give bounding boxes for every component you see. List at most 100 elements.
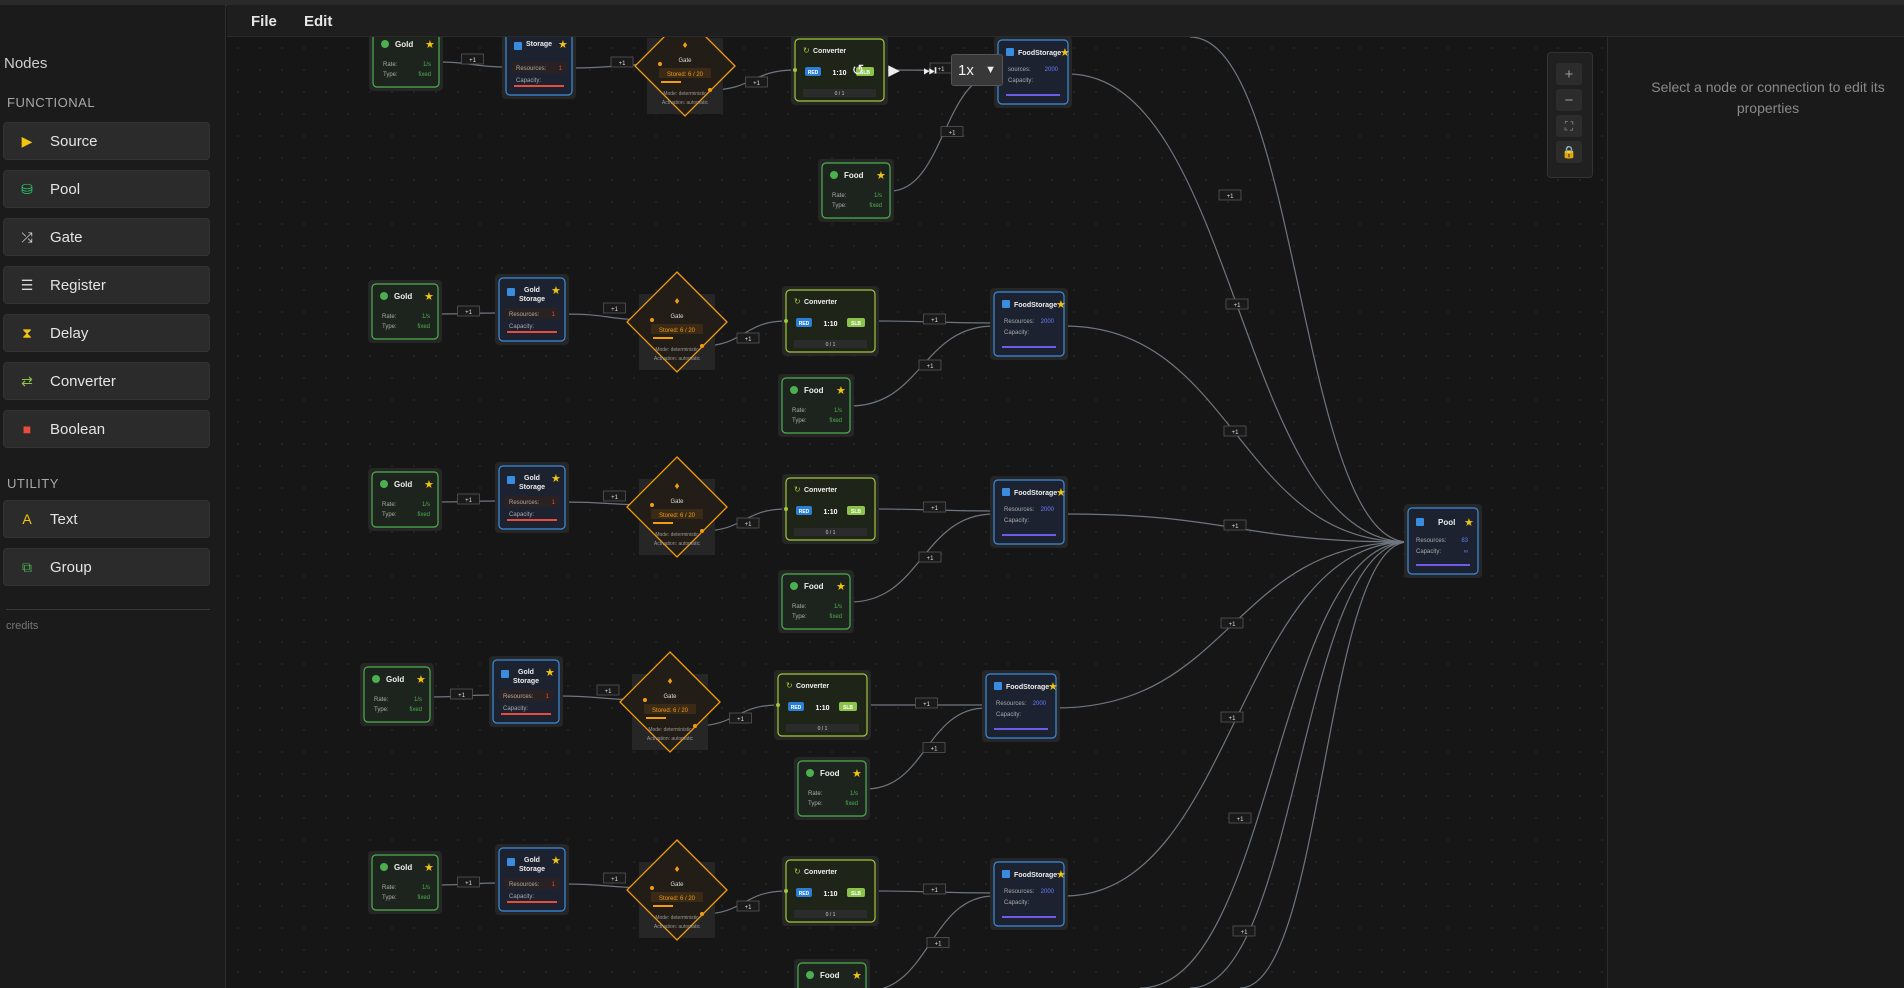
converter-port[interactable] [784, 507, 788, 511]
palette-item-delay[interactable]: ⧗Delay [3, 314, 210, 352]
edge-label-box[interactable] [603, 872, 626, 884]
gate-port[interactable] [650, 886, 654, 890]
zoom-out-button[interactable]: − [1556, 89, 1582, 111]
graph-svg[interactable]: +1+1+1+1+1+1+1+1+1+1+1+1+1+1+1+1+1+1+1+1… [227, 37, 1607, 988]
connection-edge[interactable] [1189, 37, 1409, 543]
palette-item-pool[interactable]: ⛁Pool [3, 170, 210, 208]
gate-port[interactable] [700, 912, 704, 916]
gate-port[interactable] [658, 62, 662, 66]
fit-view-button[interactable]: ⛶ [1556, 115, 1582, 137]
graph-canvas[interactable]: +1+1+1+1+1+1+1+1+1+1+1+1+1+1+1+1+1+1+1+1… [227, 37, 1607, 988]
gate-port[interactable] [650, 318, 654, 322]
edge-label-box[interactable] [610, 56, 634, 68]
edge-label-box[interactable] [926, 937, 950, 948]
gate-port[interactable] [700, 529, 704, 533]
reset-button[interactable]: ↺ [843, 55, 873, 85]
converter-port[interactable] [776, 703, 780, 707]
edge-label-box[interactable] [1223, 425, 1247, 437]
edge-label-box[interactable] [461, 53, 484, 65]
edge-label-box[interactable] [940, 126, 964, 137]
gate-port[interactable] [700, 344, 704, 348]
edge-label-box[interactable] [923, 883, 946, 895]
credits-link[interactable]: credits [6, 620, 39, 632]
edge-label-box[interactable] [736, 332, 760, 344]
palette-item-register[interactable]: ☰Register [3, 266, 210, 304]
step-button[interactable]: ⏭ [915, 55, 945, 85]
converter-port[interactable] [793, 68, 797, 72]
edge-label-box[interactable] [918, 359, 942, 371]
lock-button[interactable]: 🔒 [1556, 141, 1582, 163]
edge-label-box[interactable] [1218, 189, 1242, 201]
edge-label-box[interactable] [1220, 617, 1244, 629]
converter-port[interactable] [784, 889, 788, 893]
edge-label-box[interactable] [923, 313, 946, 325]
edge-label-box[interactable] [918, 551, 942, 563]
edge-label-box[interactable] [915, 697, 938, 709]
edge-label-box[interactable] [457, 876, 480, 888]
zoom-in-button[interactable]: + [1556, 63, 1582, 85]
palette-item-source[interactable]: ▶Source [3, 122, 210, 160]
edge-label-box[interactable] [457, 493, 480, 505]
edge-label-box[interactable] [1228, 812, 1252, 824]
edge-label-box[interactable] [1225, 298, 1249, 310]
edge-label-box[interactable] [596, 684, 620, 696]
edge-label-box[interactable] [745, 76, 768, 88]
edit-menu[interactable]: Edit [304, 13, 333, 30]
gate-port[interactable] [693, 724, 697, 728]
gate-port[interactable] [643, 698, 647, 702]
edge-label-box[interactable] [922, 742, 946, 753]
edge-label-box[interactable] [457, 305, 480, 317]
edge-label-box[interactable] [923, 501, 946, 513]
edge-label-box[interactable] [729, 712, 752, 724]
file-menu[interactable]: File [251, 13, 277, 30]
speed-select[interactable]: 1x▼ [951, 54, 1003, 86]
connection-edge[interactable] [1239, 541, 1409, 988]
gate-port[interactable] [708, 88, 712, 92]
converter-port[interactable] [784, 319, 788, 323]
edge-label-box[interactable] [1220, 711, 1244, 723]
edge-label-box[interactable] [603, 302, 626, 314]
connection-edge[interactable] [438, 61, 507, 68]
connection-edge[interactable] [1139, 541, 1409, 988]
palette-item-boolean[interactable]: ■Boolean [3, 410, 210, 448]
edge-label-box[interactable] [450, 688, 473, 700]
edge-label-box[interactable] [1223, 519, 1247, 531]
edge-label-box[interactable] [603, 490, 626, 502]
palette-item-gate[interactable]: ⤮Gate [3, 218, 210, 256]
connection-edge[interactable] [1189, 541, 1409, 988]
edge-label-box[interactable] [736, 517, 760, 529]
edge-label-box[interactable] [1232, 925, 1256, 937]
